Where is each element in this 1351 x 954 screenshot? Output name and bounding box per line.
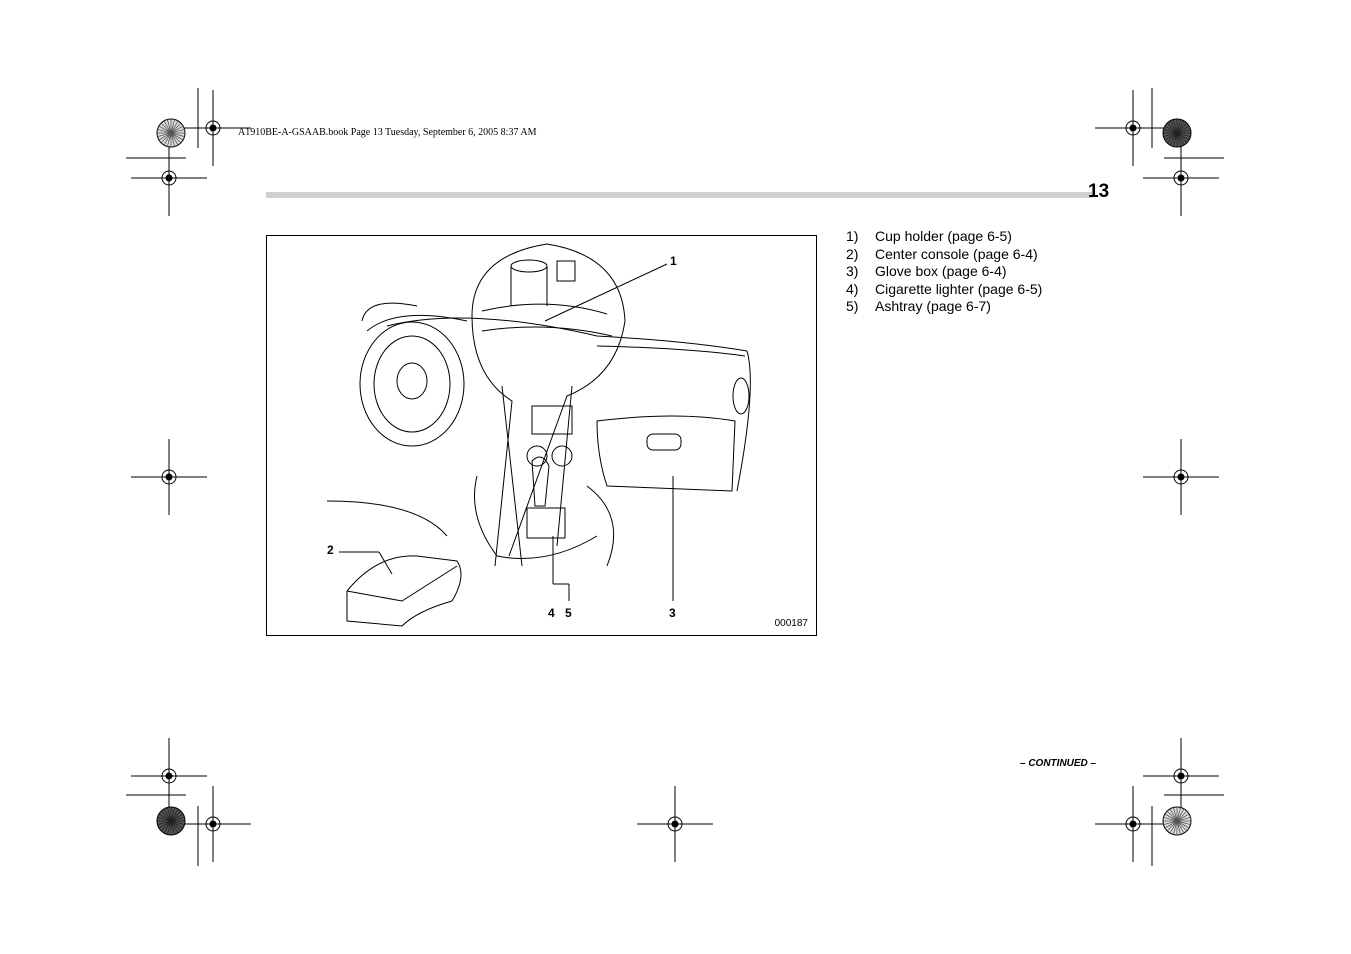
page-number: 13 — [1088, 181, 1110, 202]
continued-marker: – CONTINUED – — [1020, 758, 1097, 769]
crosshair-mark — [1143, 439, 1219, 515]
legend-item: 4)Cigarette lighter (page 6-5) — [846, 280, 1043, 297]
print-info-header: A1910BE-A-GSAAB.book Page 13 Tuesday, Se… — [238, 127, 537, 138]
legend-item: 5)Ashtray (page 6-7) — [846, 298, 991, 315]
figure-code: 000187 — [774, 618, 808, 629]
dashboard-drawing — [326, 243, 751, 627]
registration-rosette — [156, 806, 186, 836]
parts-legend: 1)Cup holder (page 6-5) 2)Center console… — [846, 228, 1042, 316]
header-rule — [266, 192, 1092, 198]
callout-5: 5 — [565, 606, 572, 620]
crosshair-mark — [1143, 738, 1219, 814]
crosshair-mark — [1095, 90, 1171, 166]
crosshair-mark — [175, 786, 251, 862]
registration-rosette — [156, 118, 186, 148]
crosshair-mark — [1095, 786, 1171, 862]
callout-2: 2 — [327, 543, 334, 557]
crosshair-mark — [637, 786, 713, 862]
crosshair-mark — [131, 738, 207, 814]
interior-illustration: 1 2 3 4 5 000187 — [266, 235, 817, 636]
legend-item: 2)Center console (page 6-4) — [846, 245, 1038, 262]
registration-rosette — [1162, 118, 1192, 148]
callout-1: 1 — [670, 254, 677, 268]
crosshair-mark — [1143, 140, 1219, 216]
callout-3: 3 — [669, 606, 676, 620]
legend-item: 1)Cup holder (page 6-5) — [846, 228, 1012, 244]
legend-item: 3)Glove box (page 6-4) — [846, 263, 1007, 280]
crosshair-mark — [131, 439, 207, 515]
registration-rosette — [1162, 806, 1192, 836]
crosshair-mark — [175, 90, 251, 166]
crosshair-mark — [131, 140, 207, 216]
callout-4: 4 — [548, 606, 555, 620]
